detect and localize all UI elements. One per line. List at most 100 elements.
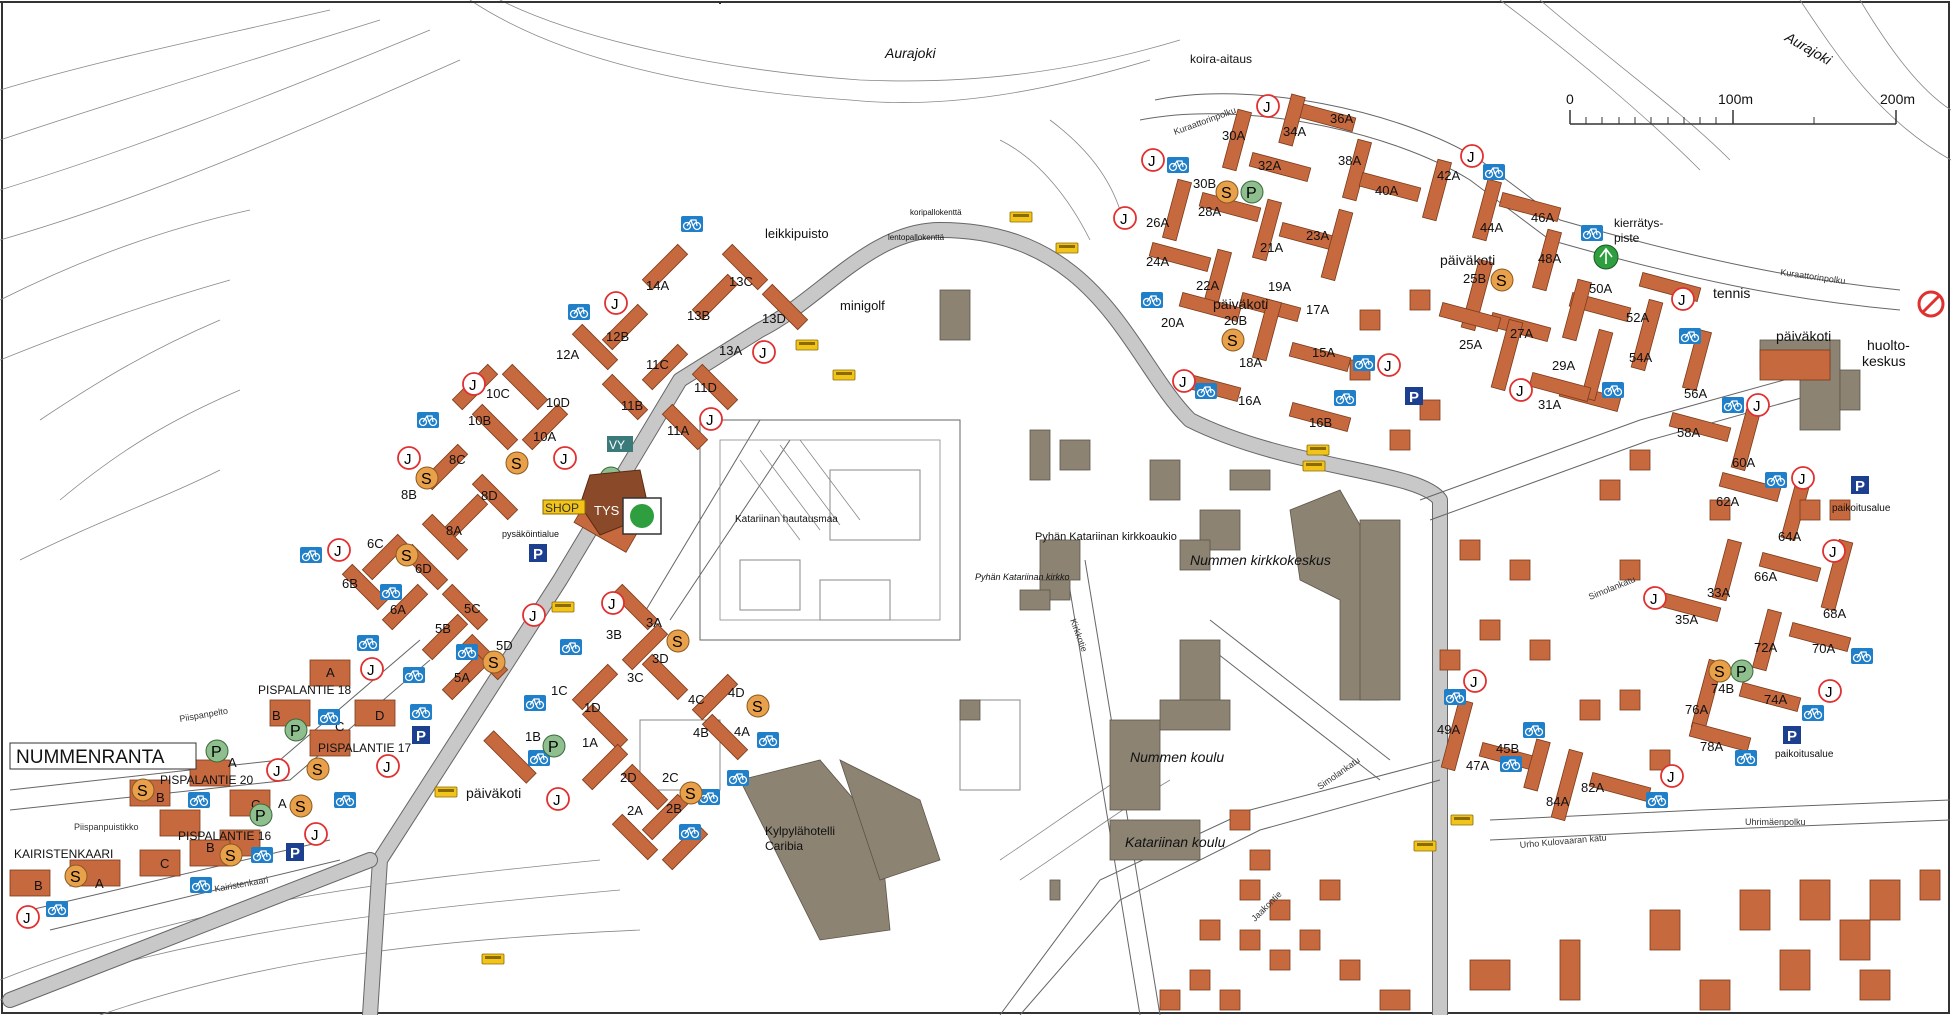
building-pispa16-A: A [278, 796, 287, 811]
bike-icon [409, 703, 433, 721]
svg-text:J: J [311, 827, 319, 844]
bike-icon [402, 666, 426, 684]
building-8B: 8B [401, 487, 417, 502]
j-marker: J [1172, 369, 1196, 393]
building-2D: 2D [620, 770, 637, 785]
school-katariinan-label: Katariinan koulu [1125, 834, 1226, 850]
volleyball-label: lentopallokenttä [888, 233, 945, 242]
bus-stop-icon [1055, 242, 1079, 254]
building-1B: 1B [525, 729, 541, 744]
tys-label: TYS [594, 503, 620, 518]
p-marker: P [205, 739, 229, 763]
j-marker: J [752, 340, 776, 364]
j-marker: J [1818, 679, 1842, 703]
s-marker: S [131, 778, 155, 802]
s-marker: S [746, 694, 770, 718]
building-1A: 1A [582, 735, 598, 750]
j-marker: J [1822, 539, 1846, 563]
svg-text:J: J [1829, 544, 1837, 561]
svg-text:J: J [706, 412, 714, 429]
bike-icon [379, 583, 403, 601]
j-marker: J [462, 372, 486, 396]
s-marker: S [415, 466, 439, 490]
building-26A: 26A [1146, 215, 1169, 230]
svg-text:J: J [1467, 149, 1475, 166]
playground-label: leikkipuisto [765, 226, 829, 241]
service-center-label-2: keskus [1862, 353, 1906, 369]
j-marker: J [1141, 148, 1165, 172]
j-marker: J [1509, 378, 1533, 402]
svg-text:S: S [70, 869, 81, 886]
scale-label-100: 100m [1718, 91, 1753, 107]
no-entry-icon [1917, 290, 1945, 318]
p-marker: P [542, 734, 566, 758]
building-52A: 52A [1626, 310, 1649, 325]
building-40A: 40A [1375, 183, 1398, 198]
j-marker: J [327, 538, 351, 562]
parking-icon: P [529, 544, 547, 563]
j-marker: J [376, 754, 400, 778]
street-piispanpuistikko: Piispanpuistikko [74, 822, 139, 832]
bike-icon [559, 638, 583, 656]
building-8C: 8C [449, 452, 466, 467]
building-pispa18-C: C [335, 719, 344, 734]
vy-badge [607, 436, 633, 452]
bike-icon [1482, 163, 1506, 181]
building-8A: 8A [446, 523, 462, 538]
j-marker: J [1377, 353, 1401, 377]
svg-text:S: S [421, 471, 432, 488]
svg-text:S: S [511, 456, 522, 473]
svg-text:S: S [295, 799, 306, 816]
svg-text:P: P [255, 808, 266, 825]
building-20A: 20A [1161, 315, 1184, 330]
s-marker: S [1215, 180, 1239, 204]
bike-icon [726, 769, 750, 787]
bus-stop-icon [551, 601, 575, 613]
svg-text:S: S [401, 548, 412, 565]
building-74A: 74A [1764, 692, 1787, 707]
bike-icon [1140, 291, 1164, 309]
bike-icon [1522, 721, 1546, 739]
parking-area-label-2: paikoitusalue [1775, 749, 1834, 760]
p-marker: P [249, 803, 273, 827]
kairistenkaari-label: KAIRISTENKAARI [14, 847, 113, 861]
s-marker: S [289, 794, 313, 818]
s-marker: S [666, 629, 690, 653]
building-12A: 12A [556, 347, 579, 362]
parking-icon: P [412, 726, 430, 745]
svg-text:P: P [1736, 664, 1747, 681]
shop-label: SHOP [545, 501, 579, 515]
svg-text:S: S [1714, 664, 1725, 681]
building-66A: 66A [1754, 569, 1777, 584]
s-marker: S [1221, 328, 1245, 352]
building-8D: 8D [481, 488, 498, 503]
building-27A: 27A [1510, 326, 1533, 341]
cemetery-grid [639, 419, 1021, 791]
hotel-label-2: Caribia [765, 839, 803, 853]
p-marker: P [284, 718, 308, 742]
hotel-label-1: Kylpylähotelli [765, 824, 835, 838]
building-84A: 84A [1546, 794, 1569, 809]
bike-icon [1801, 704, 1825, 722]
pispalantie-18-label: PISPALANTIE 18 [258, 683, 351, 697]
j-marker: J [522, 603, 546, 627]
church-center-label: Nummen kirkkokeskus [1190, 552, 1331, 568]
building-14A: 14A [646, 278, 669, 293]
building-32A: 32A [1258, 158, 1281, 173]
svg-text:J: J [23, 910, 31, 927]
bike-icon [1333, 389, 1357, 407]
s-marker: S [505, 451, 529, 475]
building-kairisten-B: B [34, 878, 43, 893]
bike-icon [756, 731, 780, 749]
svg-text:S: S [1221, 185, 1232, 202]
recycling-icon [1593, 244, 1619, 270]
tennis-label: tennis [1713, 285, 1750, 301]
svg-text:P: P [533, 546, 543, 563]
s-marker: S [395, 543, 419, 567]
building-20B: 20B [1224, 313, 1247, 328]
svg-text:S: S [1496, 273, 1507, 290]
building-4B: 4B [693, 725, 709, 740]
bike-icon [1601, 381, 1625, 399]
svg-text:J: J [334, 543, 342, 560]
